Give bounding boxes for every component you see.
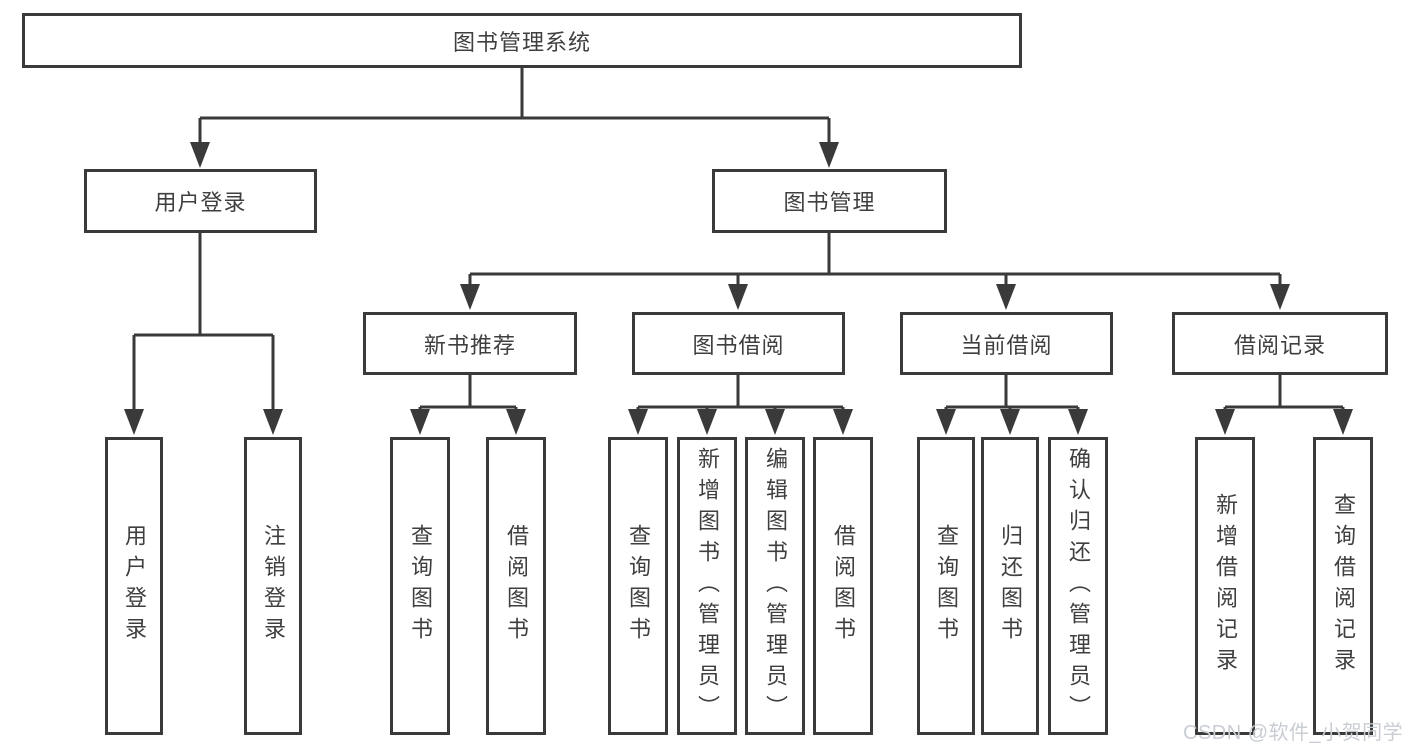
node-label: 查询图书 [408,524,433,648]
node-label: 借阅图书 [504,524,529,648]
connector-book-borrowing-children [628,375,853,435]
node-book-management: 图书管理 [712,169,947,233]
connector-borrowing-records-children [1215,375,1353,435]
node-leaf-current-query-books: 查询图书 [917,437,975,735]
node-leaf-recommend-borrow-books: 借阅图书 [486,437,546,735]
node-leaf-records-add-record: 新增借阅记录 [1195,437,1255,735]
node-library-management-system: 图书管理系统 [22,13,1022,68]
node-label: 图书借阅 [692,332,785,358]
node-label: 图书管理 [783,190,876,215]
node-new-book-recommend: 新书推荐 [363,312,577,375]
connector-current-borrowing-children [936,375,1088,435]
node-leaf-current-return-books: 归还图书 [981,437,1039,735]
node-leaf-borrowing-query-books: 查询图书 [608,437,668,735]
node-leaf-borrowing-borrow-books: 借阅图书 [813,437,873,735]
node-leaf-user-login: 用户登录 [105,437,163,735]
node-leaf-borrowing-edit-books-admin: 编辑图书（管理员） [745,437,805,735]
node-label: 注销登录 [261,524,286,648]
node-current-borrowing: 当前借阅 [900,312,1113,375]
node-label: 新增借阅记录 [1213,493,1238,679]
node-leaf-borrowing-add-books-admin: 新增图书（管理员） [677,437,737,735]
connector-user-login-children [124,233,283,435]
node-borrowing-records: 借阅记录 [1172,312,1388,375]
node-label: 编辑图书（管理员） [763,446,788,726]
connector-root-to-level2 [190,68,839,168]
node-label: 新增图书（管理员） [695,446,720,726]
node-label: 当前借阅 [960,332,1053,358]
node-leaf-recommend-query-books: 查询图书 [390,437,450,735]
node-book-borrowing: 图书借阅 [632,312,845,375]
node-user-login: 用户登录 [84,169,317,233]
node-label: 借阅图书 [831,524,856,648]
connector-new-book-recommend-children [410,375,526,435]
node-leaf-current-confirm-return-admin: 确认归还（管理员） [1048,437,1108,735]
node-label: 查询图书 [934,524,959,648]
node-label: 用户登录 [122,524,147,648]
node-label: 查询借阅记录 [1331,493,1356,679]
node-leaf-records-query-record: 查询借阅记录 [1313,437,1373,735]
node-label: 新书推荐 [423,332,516,358]
node-label: 图书管理系统 [452,29,591,55]
csdn-watermark: CSDN @软件_小贺同学 [1183,722,1404,744]
node-leaf-logout: 注销登录 [244,437,302,735]
connector-book-management-children [460,233,1290,310]
node-label: 用户登录 [154,190,247,215]
node-label: 归还图书 [998,524,1023,648]
node-label: 借阅记录 [1233,332,1326,358]
node-label: 确认归还（管理员） [1066,446,1091,726]
node-label: 查询图书 [626,524,651,648]
